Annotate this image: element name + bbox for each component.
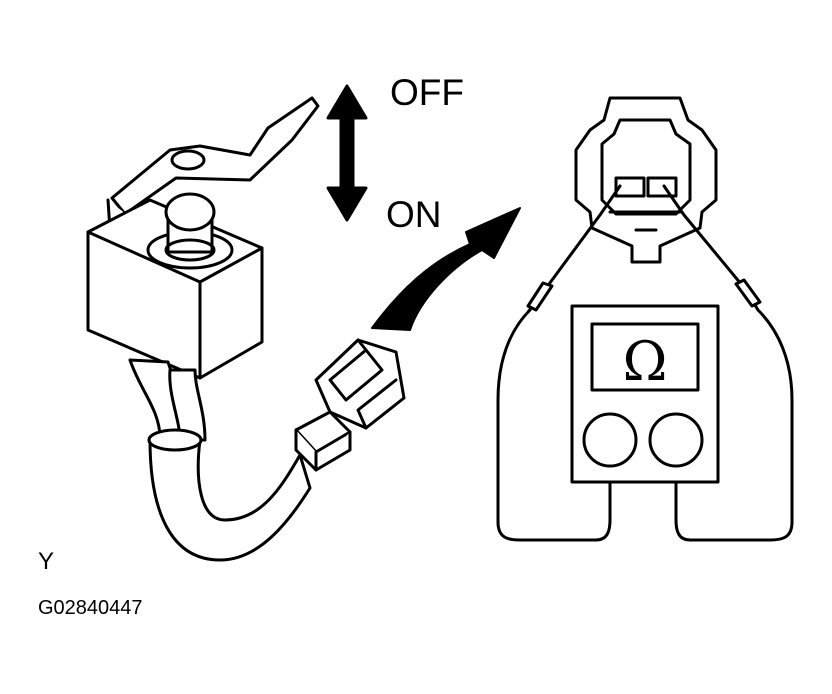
view-code-label: Y [38, 548, 55, 575]
switch-plunger [146, 192, 234, 270]
up-down-arrow-icon [326, 84, 368, 222]
cable-harness [147, 428, 312, 562]
ohm-symbol-icon: Ω [623, 330, 668, 393]
off-label: OFF [390, 72, 464, 113]
test-leads [496, 308, 794, 542]
curved-arrow-icon [371, 207, 521, 331]
switch-connector [294, 338, 406, 472]
figure-code-label: G02840447 [38, 597, 143, 619]
ohmmeter-probe-right [662, 184, 762, 312]
ohmmeter-probe-left [526, 184, 622, 314]
on-label: ON [386, 194, 442, 235]
sensor-connector [574, 96, 718, 264]
ohmmeter [570, 304, 720, 484]
switch-lead-wires [128, 358, 207, 442]
